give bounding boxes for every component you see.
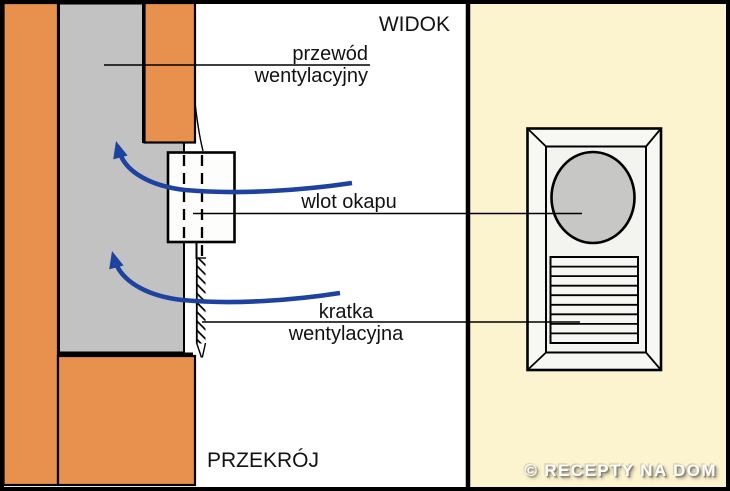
label-grille-line1: kratka [319, 301, 374, 323]
label-hood-inlet: wlot okapu [300, 191, 397, 213]
frame-bevel-bottom-left [526, 351, 547, 371]
airflow-arrow-upper [118, 154, 353, 195]
upper-wall-section [143, 1, 197, 144]
airflow-arrow-lower-head [109, 251, 124, 270]
airflow-arrow-upper-head [113, 141, 128, 160]
lower-wall-section [56, 354, 197, 487]
wall-face-curve [194, 104, 204, 152]
grille-section-taper [196, 342, 207, 358]
frame-bevel-top-left [526, 127, 547, 148]
label-grille-line2: wentylacyjna [288, 323, 404, 345]
inlet-circle [550, 150, 636, 245]
section-title: PRZEKRÓJ [207, 449, 319, 472]
label-duct-line1: przewód [292, 43, 368, 65]
airflow-arrow-lower [114, 264, 341, 305]
frame-bevel-top-right [645, 127, 662, 148]
view-title: WIDOK [379, 13, 450, 36]
frame-bevel-bottom-right [645, 351, 662, 371]
outer-wall-section [2, 1, 60, 487]
watermark: © RECEPTY NA DOM [524, 461, 717, 480]
label-duct-line2: wentylacyjny [254, 65, 368, 87]
louver-grid [549, 256, 639, 344]
